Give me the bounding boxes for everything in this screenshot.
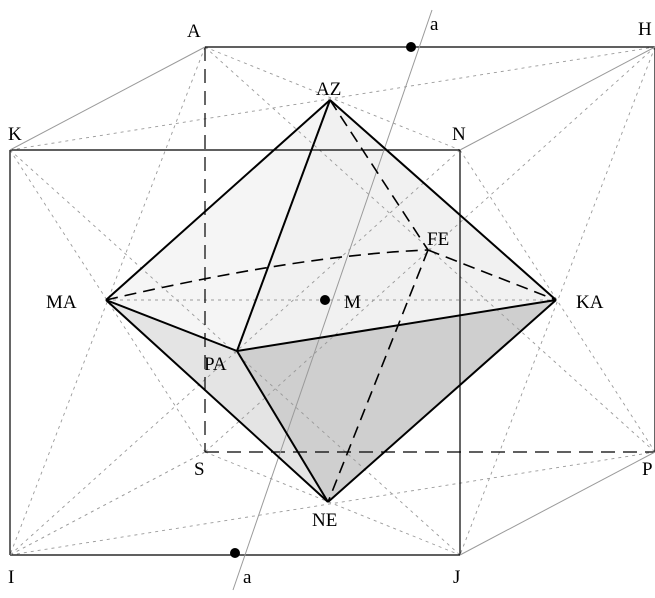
label-axis-a-bottom: a xyxy=(243,567,252,588)
point-a-bottom xyxy=(230,548,240,558)
label-ma: MA xyxy=(46,292,77,313)
label-k: K xyxy=(8,124,22,145)
label-i: I xyxy=(8,567,14,588)
face-az-pa-ka xyxy=(237,100,556,351)
label-n: N xyxy=(452,124,466,145)
cube-receding-edges xyxy=(9,46,655,556)
construction-lines xyxy=(9,46,655,556)
label-j: J xyxy=(453,567,460,588)
octahedron-visible-edges xyxy=(105,99,557,503)
point-a-top xyxy=(406,42,416,52)
label-axis-a-top: a xyxy=(430,14,439,35)
vertex-labels: A H K N I J S P AZ FE MA M KA PA NE a a xyxy=(8,14,653,588)
label-h: H xyxy=(638,19,652,40)
label-a: A xyxy=(187,21,201,42)
label-az: AZ xyxy=(316,79,341,100)
label-s: S xyxy=(194,459,205,480)
label-pa: PA xyxy=(204,354,227,375)
label-ne: NE xyxy=(312,510,337,531)
point-m xyxy=(320,295,330,305)
octahedron-hidden-edges xyxy=(105,99,557,503)
label-ka: KA xyxy=(576,292,604,313)
label-p: P xyxy=(642,459,653,480)
axis-a-line xyxy=(232,9,433,591)
label-fe: FE xyxy=(427,229,449,250)
label-m: M xyxy=(344,292,361,313)
